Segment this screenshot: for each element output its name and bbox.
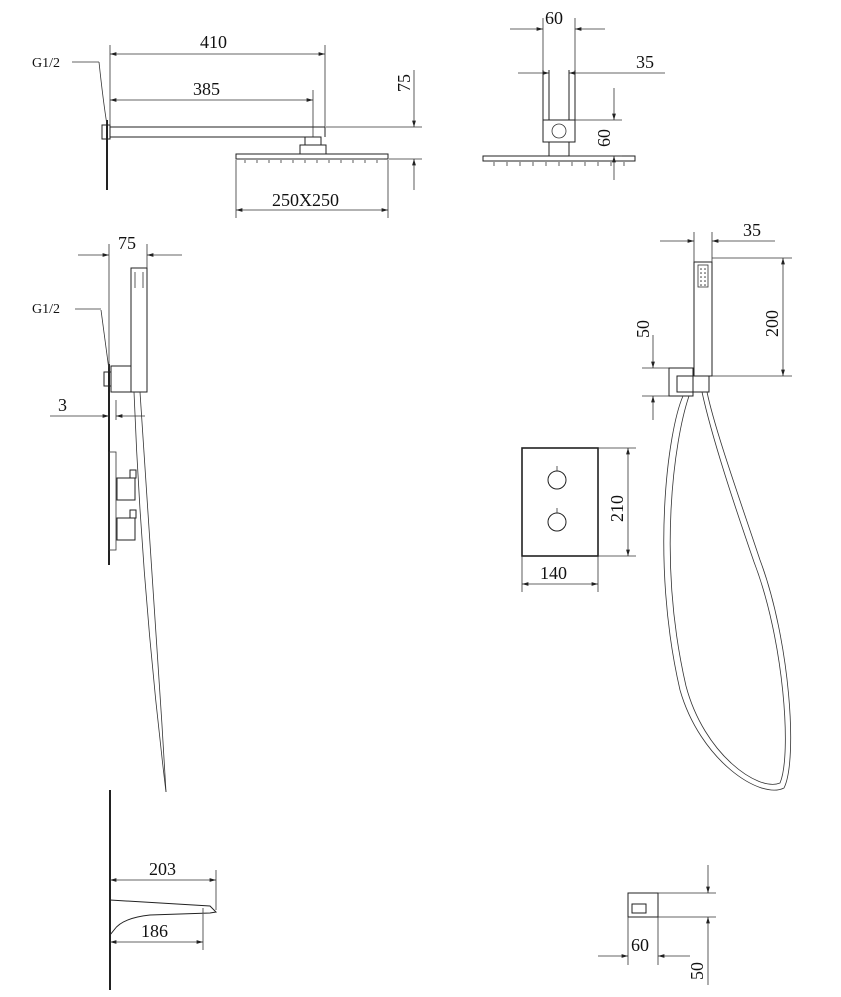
shower-head-end-view: 60 35 60 [482,8,665,180]
dim-140: 140 [540,563,567,583]
dim-75-vertical: 75 [394,74,414,92]
dim-200: 200 [762,310,782,337]
dim-3: 3 [58,395,67,415]
valve-plate-front-view: 210 140 [521,447,636,592]
spout-front-view: 50 60 [598,865,716,985]
shower-head-side-view: 410 385 75 250X250 G1/2 [32,32,422,218]
dim-60-top: 60 [545,8,563,28]
dim-60-spout: 60 [631,935,649,955]
nozzle-dots [244,160,378,163]
thread-label-top: G1/2 [32,56,60,71]
dim-186: 186 [141,921,168,941]
dim-210: 210 [607,495,627,522]
dim-250x250: 250X250 [272,190,339,210]
nozzle-dots-end [493,162,625,166]
dim-203: 203 [149,859,176,879]
dim-50-hand: 50 [633,320,653,338]
dim-60-vertical: 60 [594,129,614,147]
spray-dots [700,268,706,286]
hand-shower-front-view: 35 200 50 [633,220,792,791]
dim-35-hand: 35 [743,220,761,240]
dim-410: 410 [200,32,227,52]
dim-50-spout: 50 [687,962,707,980]
thread-label-hand: G1/2 [32,302,60,317]
dim-385: 385 [193,79,220,99]
hand-shower-side-view: 75 G1/2 3 [32,233,182,793]
dim-35-top: 35 [636,52,654,72]
dim-75-hand: 75 [118,233,136,253]
spout-side-view: 203 186 [109,790,218,990]
